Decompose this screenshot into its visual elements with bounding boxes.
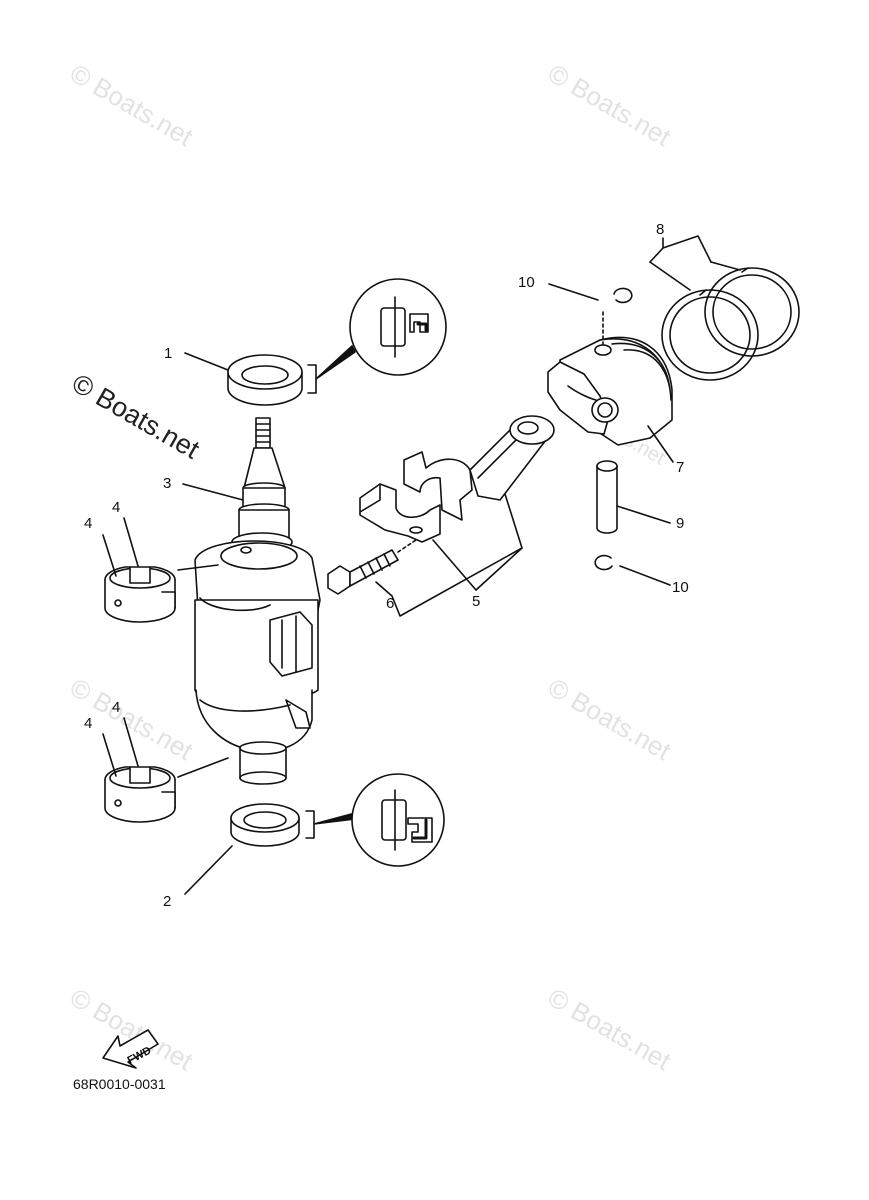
bearing-upper (104, 566, 176, 623)
diagram-code: 68R0010-0031 (73, 1076, 166, 1092)
con-rod-bolt (327, 549, 399, 595)
callout-7: 7 (676, 459, 684, 476)
callout-6: 6 (386, 595, 394, 612)
oil-seal-upper (227, 354, 303, 406)
callout-5: 5 (472, 593, 480, 610)
callout-4: 4 (112, 499, 120, 516)
circlip-lower (594, 554, 613, 571)
callout-4: 4 (84, 515, 92, 532)
crankshaft (194, 417, 321, 785)
callout-1: 1 (164, 345, 172, 362)
callout-8: 8 (656, 221, 664, 238)
callout-10: 10 (518, 274, 535, 291)
seal-detail-upper (380, 296, 429, 358)
piston-pin (596, 460, 618, 534)
callout-9: 9 (676, 515, 684, 532)
callout-3: 3 (163, 475, 171, 492)
seal-detail-lower (381, 789, 433, 851)
circlip-upper (613, 287, 633, 304)
connecting-rod (359, 415, 555, 543)
piston-rings (661, 267, 800, 381)
callout-10: 10 (672, 579, 689, 596)
bearing-lower (104, 766, 176, 823)
callout-4: 4 (84, 715, 92, 732)
callout-4: 4 (112, 699, 120, 716)
fwd-arrow-icon (102, 1029, 159, 1069)
oil-seal-lower (230, 803, 300, 847)
piston (547, 336, 673, 446)
callout-2: 2 (163, 893, 171, 910)
